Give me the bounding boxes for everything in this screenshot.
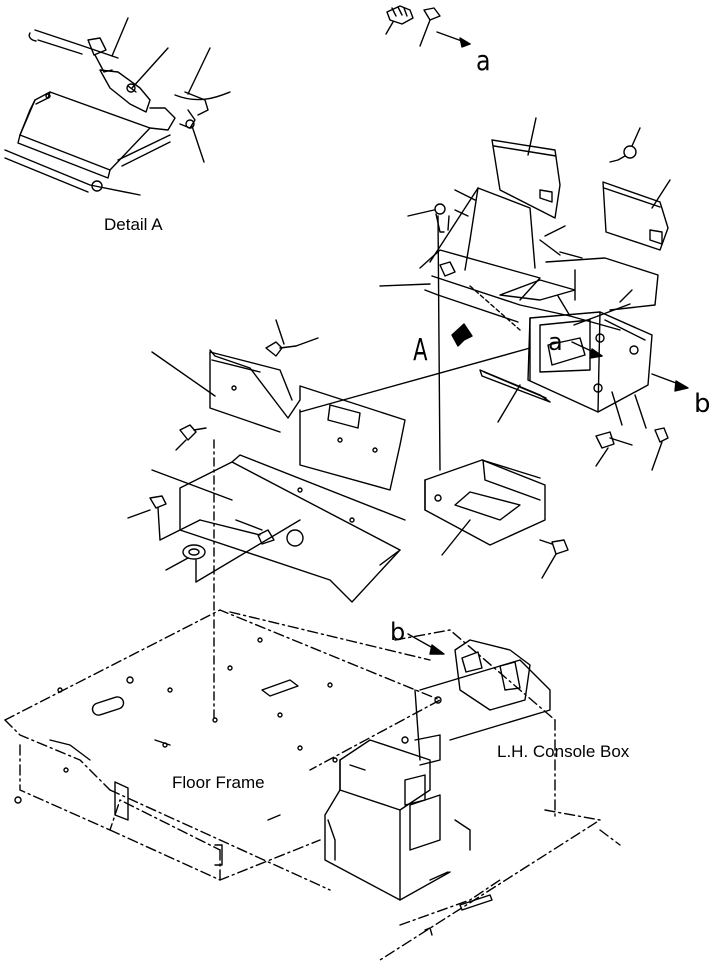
floor-frame: [5, 610, 620, 960]
arrow-a-mid-label: a: [548, 328, 563, 356]
arrow-b-right-label: b: [694, 389, 709, 419]
console-box-label: L.H. Console Box: [497, 742, 630, 761]
view-a-label: A: [413, 333, 428, 368]
lower-bracket: [425, 460, 568, 578]
detail-a-view: [5, 18, 230, 195]
arrow-a-top-label: a: [476, 45, 491, 77]
floor-cover-panels: [128, 320, 405, 720]
bolt-and-clip-top: [386, 6, 470, 47]
floor-frame-label: Floor Frame: [172, 773, 265, 792]
arrow-b-lower-label: b: [390, 618, 405, 646]
floor-frame-details: [15, 638, 492, 935]
cover-assembly-upper: [300, 118, 688, 470]
detail-a-label: Detail A: [104, 215, 163, 234]
lh-console-box: [325, 634, 550, 900]
